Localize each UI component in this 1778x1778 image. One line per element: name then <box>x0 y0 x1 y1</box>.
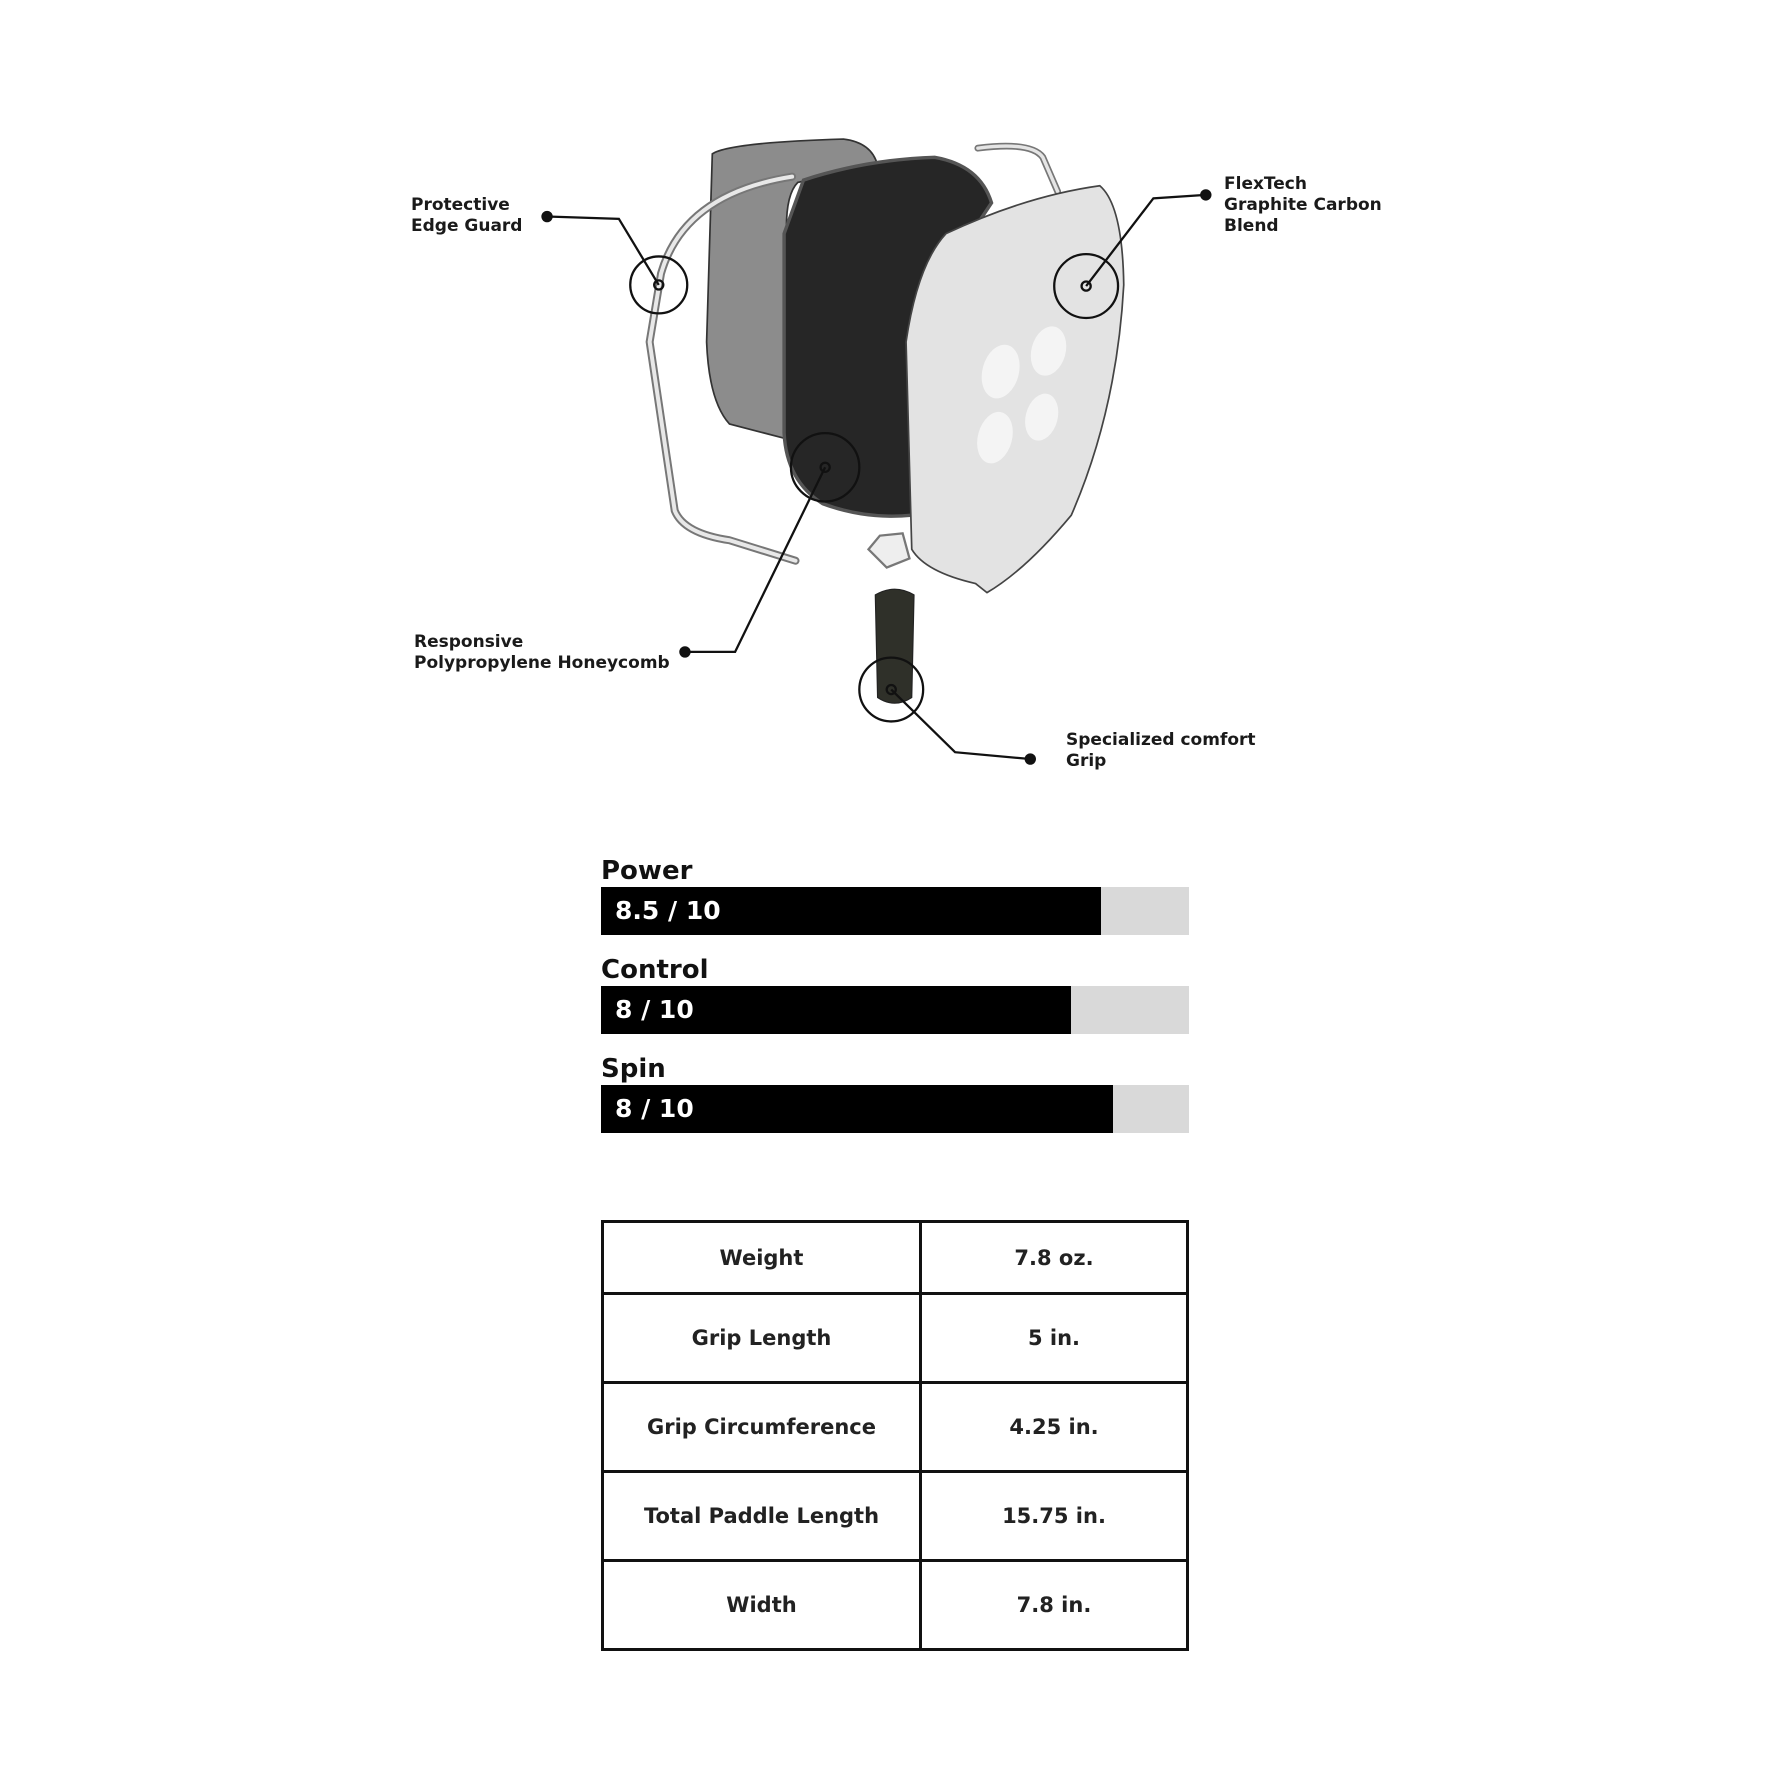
throat-piece <box>866 532 911 569</box>
rating-label: Control <box>601 955 709 985</box>
back-plate <box>705 138 879 440</box>
rating-track: 8 / 10 <box>601 1085 1189 1133</box>
paddle-face <box>905 184 1125 594</box>
rating-label: Power <box>601 856 693 886</box>
rating-control: Control 8 / 10 <box>601 954 1189 1034</box>
rating-track: 8 / 10 <box>601 986 1189 1034</box>
grip <box>874 588 915 704</box>
rating-power: Power 8.5 / 10 <box>601 855 1189 935</box>
rating-fill <box>601 887 1101 935</box>
rating-label: Spin <box>601 1054 666 1084</box>
rating-value: 8 / 10 <box>615 1094 694 1123</box>
rating-value: 8.5 / 10 <box>615 896 721 925</box>
rating-fill <box>601 1085 1113 1133</box>
rating-spin: Spin 8 / 10 <box>601 1053 1189 1133</box>
rating-value: 8 / 10 <box>615 995 694 1024</box>
exploded-paddle-illustration <box>541 138 1212 765</box>
rating-track: 8.5 / 10 <box>601 887 1189 935</box>
rating-fill <box>601 986 1072 1034</box>
